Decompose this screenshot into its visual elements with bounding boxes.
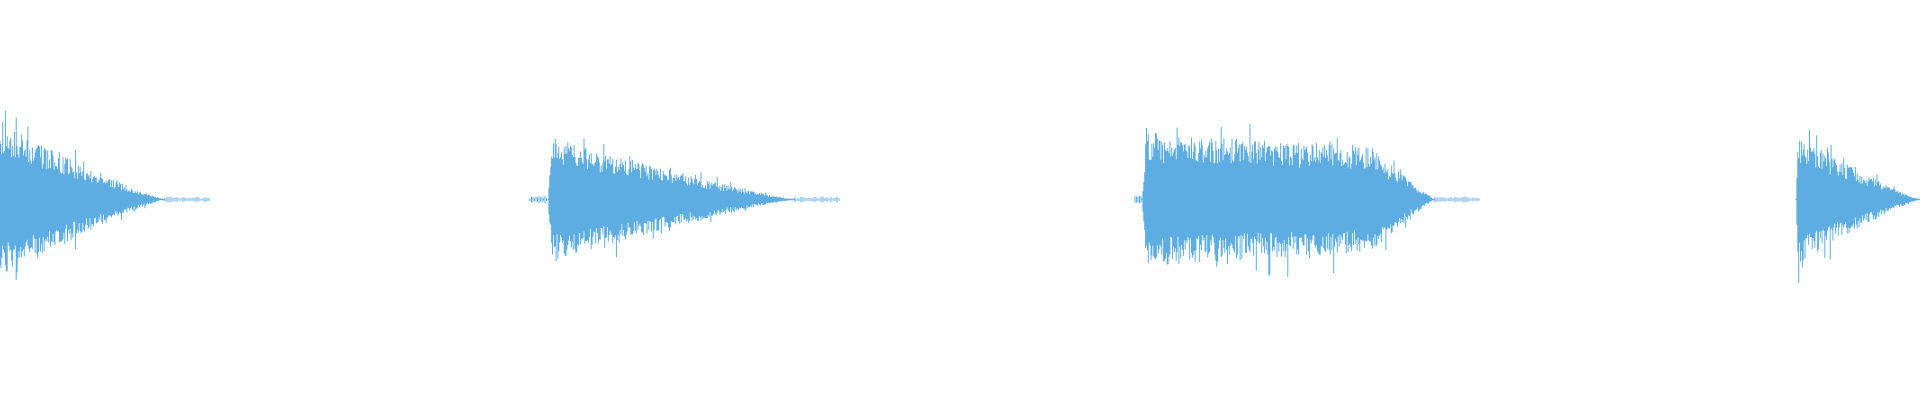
waveform-burst-shape (1795, 129, 1920, 283)
waveform-burst-2 (529, 138, 840, 262)
waveform-burst-shape (0, 111, 210, 280)
waveform-burst-shape (1134, 123, 1480, 277)
waveform-burst-shape (529, 138, 840, 262)
waveform-burst-1 (0, 111, 210, 280)
waveform-burst-4 (1795, 129, 1920, 283)
waveform-bursts (0, 111, 1920, 283)
waveform-burst-3 (1134, 123, 1480, 277)
